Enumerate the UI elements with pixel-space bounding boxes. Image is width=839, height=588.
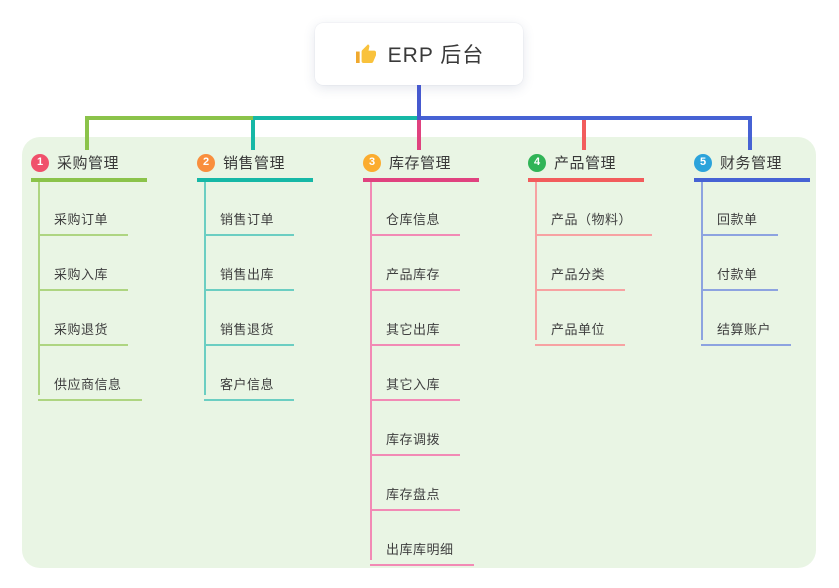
child-node-label: 库存调拨 (386, 432, 441, 447)
child-node-label: 回款单 (717, 212, 758, 227)
branch-3-child-node-2[interactable]: 产品库存 (370, 253, 461, 291)
thumbs-up-icon (355, 44, 376, 63)
branch-1-child-node-2[interactable]: 采购入库 (38, 253, 129, 291)
branch-node-2[interactable]: 2 销售管理 (197, 150, 313, 182)
child-node-label: 销售订单 (220, 212, 275, 227)
branch-1-child-node-4[interactable]: 供应商信息 (38, 363, 142, 401)
connector-root-stem (417, 85, 421, 120)
child-node-label: 销售出库 (220, 267, 275, 282)
child-node-label: 仓库信息 (386, 212, 441, 227)
branch-5-child-rail (701, 179, 703, 340)
connector-drop-3 (417, 116, 421, 150)
branch-badge-1: 1 (31, 153, 49, 172)
child-node-label: 产品分类 (551, 267, 606, 282)
branch-2-child-rail (204, 179, 206, 395)
branch-3-child-node-6[interactable]: 库存盘点 (370, 473, 461, 511)
branch-3-child-node-5[interactable]: 库存调拨 (370, 418, 461, 456)
child-node-label: 库存盘点 (386, 487, 441, 502)
child-node-label: 销售退货 (220, 322, 275, 337)
connector-hbar-blue (419, 116, 752, 120)
child-node-label: 采购入库 (54, 267, 109, 282)
child-node-label: 其它入库 (386, 377, 441, 392)
child-node-label: 结算账户 (717, 322, 772, 337)
branch-3-child-node-4[interactable]: 其它入库 (370, 363, 461, 401)
branch-3-child-rail (370, 179, 372, 560)
branch-3-child-node-1[interactable]: 仓库信息 (370, 198, 461, 236)
branch-label-1: 采购管理 (57, 155, 120, 172)
branch-2-child-node-3[interactable]: 销售退货 (204, 308, 295, 346)
child-node-label: 产品库存 (386, 267, 441, 282)
branches-panel (22, 137, 816, 568)
branch-2-child-node-4[interactable]: 客户信息 (204, 363, 295, 401)
branch-4-child-rail (535, 179, 537, 340)
branch-5-child-node-2[interactable]: 付款单 (701, 253, 778, 291)
branch-badge-5: 5 (694, 153, 712, 172)
branch-3-child-node-7[interactable]: 出库库明细 (370, 528, 474, 566)
child-node-label: 采购退货 (54, 322, 109, 337)
branch-node-1[interactable]: 1 采购管理 (31, 150, 147, 182)
branch-2-child-node-1[interactable]: 销售订单 (204, 198, 295, 236)
branch-badge-2: 2 (197, 153, 215, 172)
connector-drop-2 (251, 116, 255, 150)
branch-label-3: 库存管理 (389, 155, 452, 172)
connector-drop-4 (582, 116, 586, 150)
child-node-label: 客户信息 (220, 377, 275, 392)
connector-hbar-teal (253, 116, 419, 120)
branch-label-4: 产品管理 (554, 155, 617, 172)
branch-2-child-node-2[interactable]: 销售出库 (204, 253, 295, 291)
connector-drop-1 (85, 116, 89, 150)
connector-hbar-green (85, 116, 253, 120)
branch-1-child-rail (38, 179, 40, 395)
branch-5-child-node-3[interactable]: 结算账户 (701, 308, 792, 346)
child-node-label: 供应商信息 (54, 377, 122, 392)
branch-badge-4: 4 (528, 153, 546, 172)
branch-1-child-node-1[interactable]: 采购订单 (38, 198, 129, 236)
branch-node-4[interactable]: 4 产品管理 (528, 150, 644, 182)
branch-node-5[interactable]: 5 财务管理 (694, 150, 810, 182)
branch-4-child-node-2[interactable]: 产品分类 (535, 253, 626, 291)
branch-label-2: 销售管理 (223, 155, 286, 172)
branch-5-child-node-1[interactable]: 回款单 (701, 198, 778, 236)
child-node-label: 其它出库 (386, 322, 441, 337)
child-node-label: 付款单 (717, 267, 758, 282)
child-node-label: 采购订单 (54, 212, 109, 227)
branch-4-child-node-3[interactable]: 产品单位 (535, 308, 626, 346)
branch-label-5: 财务管理 (720, 155, 783, 172)
branch-badge-3: 3 (363, 153, 381, 172)
branch-3-child-node-3[interactable]: 其它出库 (370, 308, 461, 346)
branch-node-3[interactable]: 3 库存管理 (363, 150, 479, 182)
child-node-label: 产品（物料） (551, 212, 633, 227)
root-node[interactable]: ERP 后台 (315, 23, 523, 85)
root-title: ERP 后台 (387, 44, 485, 67)
branch-1-child-node-3[interactable]: 采购退货 (38, 308, 129, 346)
branch-4-child-node-1[interactable]: 产品（物料） (535, 198, 653, 236)
connector-drop-5 (748, 116, 752, 150)
child-node-label: 出库库明细 (386, 542, 454, 557)
child-node-label: 产品单位 (551, 322, 606, 337)
